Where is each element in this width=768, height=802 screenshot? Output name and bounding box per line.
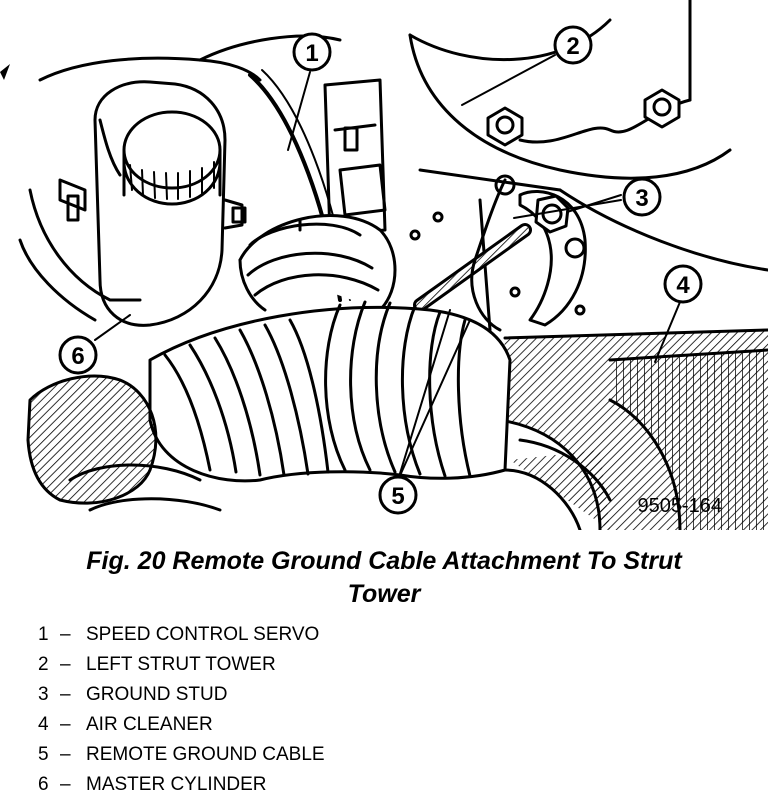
figure-code: 9505-164 — [637, 495, 722, 517]
legend-item: 5 – REMOTE GROUND CABLE — [38, 740, 325, 770]
intake-duct — [148, 300, 512, 483]
callout-4: 4 — [663, 264, 703, 304]
remote-ground-cable — [413, 174, 532, 332]
legend-label: GROUND STUD — [86, 684, 228, 705]
callout-6-label: 6 — [71, 343, 84, 370]
legend-item: 3 – GROUND STUD — [38, 680, 325, 710]
parts-legend: 1 – SPEED CONTROL SERVO 2 – LEFT STRUT T… — [38, 620, 325, 800]
strut-bolt-right — [643, 88, 681, 129]
legend-dash: – — [60, 714, 71, 735]
strut-bolt-left — [486, 106, 524, 147]
callout-5-label: 5 — [391, 483, 404, 510]
legend-dash: – — [60, 774, 71, 795]
legend-label: REMOTE GROUND CABLE — [86, 744, 325, 765]
callout-3-label: 3 — [635, 185, 648, 212]
legend-item: 2 – LEFT STRUT TOWER — [38, 650, 325, 680]
legend-item: 1 – SPEED CONTROL SERVO — [38, 620, 325, 650]
ground-stud — [518, 190, 587, 327]
legend-label: LEFT STRUT TOWER — [86, 654, 276, 675]
callout-1: 1 — [292, 32, 332, 72]
caption-line-1: Fig. 20 Remote Ground Cable Attachment T… — [86, 547, 682, 575]
callout-5: 5 — [378, 475, 418, 515]
legend-number: 6 — [38, 774, 49, 795]
legend-number: 1 — [38, 624, 49, 645]
figure-caption: Fig. 20 Remote Ground Cable Attachment T… — [0, 545, 768, 611]
air-cleaner — [498, 328, 768, 530]
legend-dash: – — [60, 684, 71, 705]
legend-label: AIR CLEANER — [86, 714, 213, 735]
callout-4-label: 4 — [676, 272, 690, 299]
legend-number: 3 — [38, 684, 49, 705]
legend-label: SPEED CONTROL SERVO — [86, 624, 320, 645]
callout-3: 3 — [622, 177, 662, 217]
legend-number: 2 — [38, 654, 49, 675]
leader-lines — [94, 54, 681, 481]
brake-line — [38, 56, 262, 82]
callout-1-label: 1 — [305, 40, 318, 67]
engine-illustration: 1 2 3 4 5 6 9505-164 — [0, 0, 768, 530]
callout-6: 6 — [58, 335, 98, 375]
legend-label: MASTER CYLINDER — [86, 774, 267, 795]
caption-line-2: Tower — [347, 580, 421, 608]
callout-2-label: 2 — [566, 33, 579, 60]
intake-hose — [238, 214, 397, 312]
master-cylinder — [93, 80, 247, 327]
legend-item: 6 – MASTER CYLINDER — [38, 770, 325, 800]
legend-dash: – — [60, 624, 71, 645]
legend-item: 4 – AIR CLEANER — [38, 710, 325, 740]
legend-number: 4 — [38, 714, 49, 735]
callout-2: 2 — [553, 25, 593, 65]
legend-dash: – — [60, 744, 71, 765]
legend-number: 5 — [38, 744, 49, 765]
legend-dash: – — [60, 654, 71, 675]
